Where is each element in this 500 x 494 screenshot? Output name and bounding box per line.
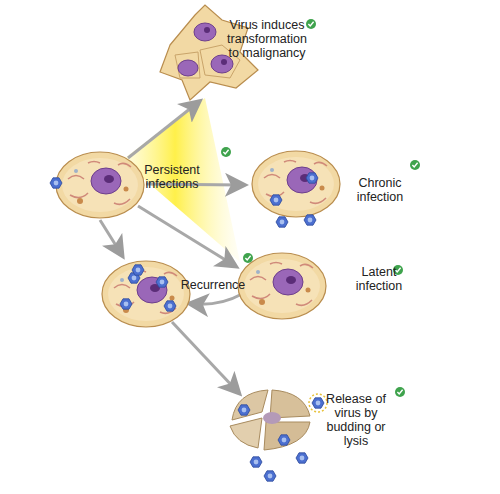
virions xyxy=(50,173,324,481)
cell-label-node: Virus induces transformation to malignan… xyxy=(222,18,312,60)
cell-fragment xyxy=(230,418,262,448)
check-mark xyxy=(395,387,405,397)
node-text: Latent infection xyxy=(348,265,410,293)
nucleus xyxy=(178,60,198,76)
cell-label-node: Release of virus by budding or lysis xyxy=(322,392,390,448)
latent-cell xyxy=(238,253,326,319)
productive-cell xyxy=(102,261,190,327)
check-mark xyxy=(243,253,253,263)
nucleolus xyxy=(204,27,210,33)
virion xyxy=(312,398,324,408)
virion xyxy=(278,435,290,445)
arrow xyxy=(100,220,120,252)
node-text: Virus induces transformation to malignan… xyxy=(222,18,312,60)
virion xyxy=(250,457,262,467)
virion xyxy=(164,301,176,311)
annotation-label: Recurrence xyxy=(178,278,248,292)
virion xyxy=(306,173,318,183)
virion xyxy=(50,178,62,188)
virion xyxy=(270,195,282,205)
budding-envelope xyxy=(309,394,327,412)
arrow xyxy=(138,206,232,264)
node-text: Release of virus by budding or lysis xyxy=(322,392,390,448)
cell-fragment xyxy=(232,390,268,420)
virion xyxy=(296,453,308,463)
virion xyxy=(132,265,144,275)
virion xyxy=(264,471,276,481)
nucleolus xyxy=(221,59,227,65)
cell-fragment xyxy=(264,422,310,450)
nucleus xyxy=(194,23,216,41)
arrow xyxy=(172,322,236,390)
cell-label-node: Latent infection xyxy=(348,265,410,293)
check-marks xyxy=(221,19,420,397)
check-mark xyxy=(410,160,420,170)
check-mark xyxy=(221,147,231,157)
annotation-label: Persistent infections xyxy=(136,163,208,191)
lysed-cell xyxy=(230,390,327,450)
node-text: Chronic infection xyxy=(345,176,415,204)
chronic-cell xyxy=(252,151,340,217)
virion xyxy=(120,299,132,309)
check-mark xyxy=(306,19,316,29)
infected-cell xyxy=(56,152,144,218)
virion xyxy=(304,215,316,225)
recurrence-arrow xyxy=(194,294,242,304)
virion xyxy=(276,217,288,227)
nucleus-remnant xyxy=(263,412,281,424)
virion xyxy=(238,405,250,415)
arrows xyxy=(100,104,242,390)
cell-label-node: Chronic infection xyxy=(345,176,415,204)
virion xyxy=(156,277,168,287)
arrow xyxy=(128,104,196,158)
